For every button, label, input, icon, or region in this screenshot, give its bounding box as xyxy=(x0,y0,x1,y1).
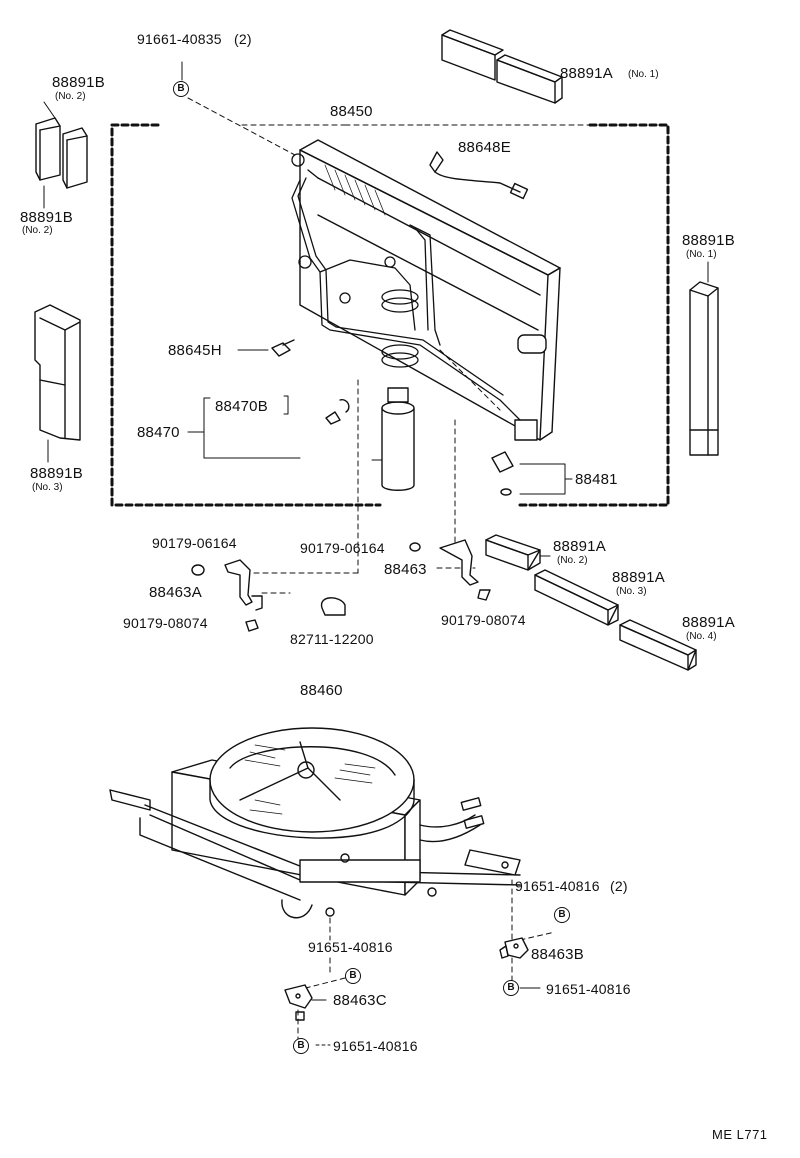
block-88891A-no4 xyxy=(619,619,697,671)
marker-b-circle: B xyxy=(503,980,519,996)
label-88891A-no3: 88891A xyxy=(612,569,665,586)
label-90179-08074-left: 90179-08074 xyxy=(123,615,208,631)
bracket-88463 xyxy=(409,539,491,601)
label-88463C: 88463C xyxy=(333,992,387,1009)
bracket-88463A xyxy=(191,559,263,632)
label-88645H: 88645H xyxy=(168,342,222,359)
marker-b-circle: B xyxy=(293,1038,309,1054)
label-88450: 88450 xyxy=(330,103,373,120)
label-88891A-no2-sub: (No. 2) xyxy=(557,555,588,566)
thermistor-88648E xyxy=(429,151,529,200)
label-91651-right-top-qty: (2) xyxy=(610,878,628,894)
label-91651-40816-left-bottom: 91651-40816 xyxy=(333,1038,418,1054)
label-88891B-no3-sub: (No. 3) xyxy=(32,482,63,493)
label-88891A-no2: 88891A xyxy=(553,538,606,555)
label-90179-08074-right: 90179-08074 xyxy=(441,612,526,628)
label-88648E: 88648E xyxy=(458,139,511,156)
block-88891B-no1 xyxy=(689,261,719,456)
marker-b-circle: B xyxy=(554,907,570,923)
label-88891A-no4-sub: (No. 4) xyxy=(686,631,717,642)
bracket-88463B xyxy=(499,937,529,959)
label-88891B-no1: 88891B xyxy=(682,232,735,249)
clamp-82711 xyxy=(320,597,346,616)
block-88891A-no3 xyxy=(534,569,619,626)
block-88891B-no3 xyxy=(34,304,81,463)
bracket-88463C xyxy=(284,984,327,1021)
pressure-switch-88645H xyxy=(237,339,295,357)
condenser-piping xyxy=(291,153,521,421)
label-82711-12200: 82711-12200 xyxy=(290,631,374,647)
label-91661-qty: (2) xyxy=(234,31,252,47)
fan-assembly-88460 xyxy=(109,727,521,919)
label-88460: 88460 xyxy=(300,682,343,699)
label-88891B-no2-bottom: 88891B xyxy=(20,209,73,226)
label-88481: 88481 xyxy=(575,471,618,488)
label-88891B-no1-sub: (No. 1) xyxy=(686,249,717,260)
label-90179-06164-left: 90179-06164 xyxy=(152,535,237,551)
label-88463A: 88463A xyxy=(149,584,202,601)
marker-b-circle: B xyxy=(173,81,189,97)
label-88891A-no1-sub: (No. 1) xyxy=(628,69,659,80)
label-91651-40816-left-top: 91651-40816 xyxy=(308,939,393,955)
label-88470B: 88470B xyxy=(215,398,268,415)
receiver-drier-88470 xyxy=(187,387,415,491)
label-88463B: 88463B xyxy=(531,946,584,963)
label-88891A-no4: 88891A xyxy=(682,614,735,631)
label-91651-40816-right-bottom: 91651-40816 xyxy=(546,981,631,997)
block-88891B-no2 xyxy=(35,101,88,209)
label-90179-06164-right: 90179-06164 xyxy=(300,540,385,556)
label-88891B-no3: 88891B xyxy=(30,465,83,482)
assembly-frame xyxy=(110,123,670,507)
label-91661-40835: 91661-40835 xyxy=(137,31,222,47)
fitting-88481 xyxy=(491,451,573,496)
label-91651-40816-right-top: 91651-40816 xyxy=(515,878,600,894)
label-88463: 88463 xyxy=(384,561,427,578)
label-88891B-no2-top: 88891B xyxy=(52,74,105,91)
block-88891A-no1 xyxy=(441,29,563,104)
label-88891B-no2-bottom-sub: (No. 2) xyxy=(22,225,53,236)
label-88891A-no3-sub: (No. 3) xyxy=(616,586,647,597)
label-88891A-no1: 88891A xyxy=(560,65,613,82)
label-88891B-no2-top-sub: (No. 2) xyxy=(55,91,86,102)
condenser-core xyxy=(299,139,561,441)
diagram-code: ME L771 xyxy=(712,1127,768,1142)
block-88891A-no2 xyxy=(485,534,551,571)
label-88470: 88470 xyxy=(137,424,180,441)
marker-b-circle: B xyxy=(345,968,361,984)
